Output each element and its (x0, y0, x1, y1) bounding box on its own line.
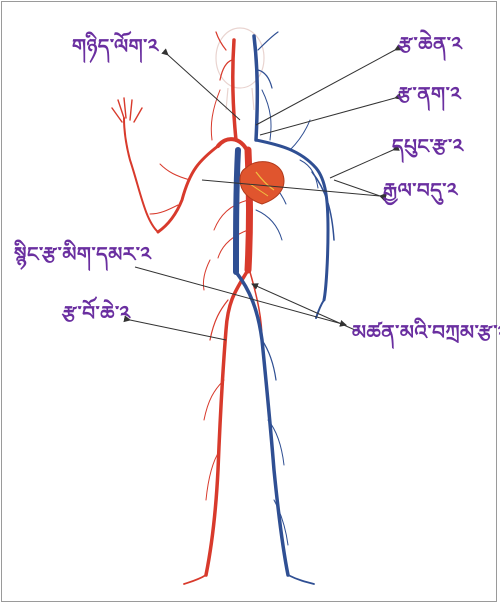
label-l2: རྩ་ཆེན་༢ (398, 34, 462, 54)
label-l7: རྩ་བོ་ཆེ་༢ (62, 303, 131, 323)
label-l8: མཚན་མའི་བཀྲམ་རྩ་༢ (352, 322, 500, 342)
label-l5: རྒྱལ་བདུ་༢ (383, 180, 458, 200)
pointer-l8 (252, 284, 355, 330)
label-l6: སྙིང་རྩ་མིག་དམར་༢ (14, 244, 151, 264)
pointer-l3 (260, 98, 395, 135)
pointer-l4 (330, 150, 393, 178)
pointer-l5a (202, 180, 380, 196)
label-l4: དཔུང་རྩ་༢ (392, 136, 464, 156)
pointer-l1 (168, 55, 240, 120)
label-l3: རྩ་ནག་༢ (397, 84, 461, 104)
pointer-l7 (130, 320, 226, 340)
arteries (112, 32, 262, 584)
pointer-l2 (256, 50, 395, 125)
label-l1: གཉིད་ལོག་༢ (72, 36, 159, 56)
